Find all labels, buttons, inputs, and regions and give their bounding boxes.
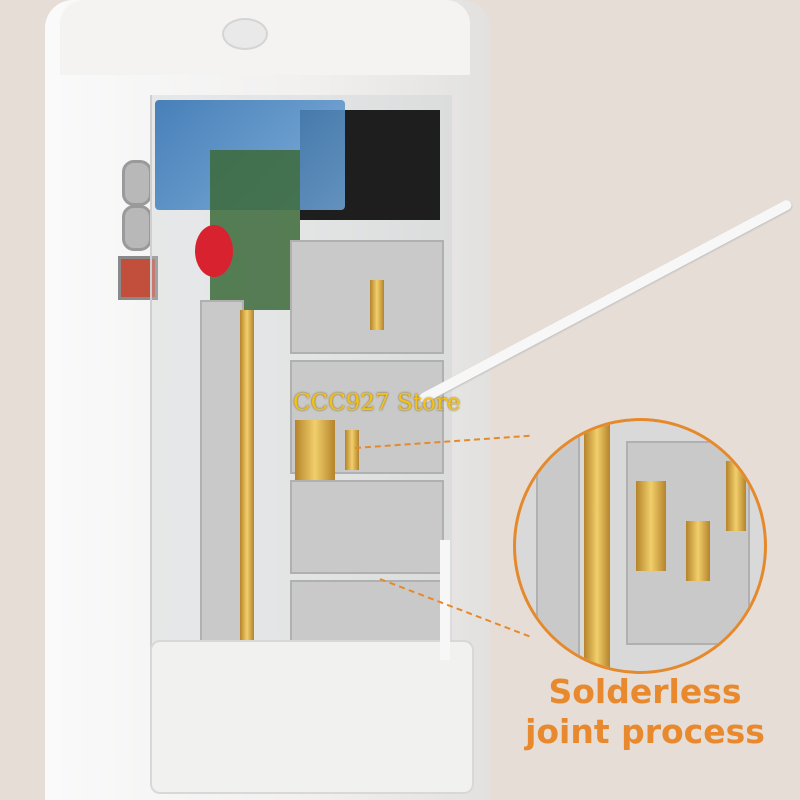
capacitor <box>195 225 233 277</box>
store-watermark: CCC927 Store <box>293 390 461 416</box>
socket-frame <box>200 300 244 664</box>
zoom-socket-frame <box>536 421 580 671</box>
brass-contact <box>345 430 359 470</box>
power-cable <box>440 540 450 660</box>
caption-line-2: joint process <box>525 712 765 751</box>
zoom-brass-contact <box>686 521 710 581</box>
power-button-icon <box>222 18 268 50</box>
caption-line-1: Solderless <box>548 672 742 711</box>
detail-zoom-circle <box>513 418 767 674</box>
brass-strip <box>240 310 254 660</box>
socket-module <box>290 480 444 574</box>
zoom-brass-contact <box>726 461 746 531</box>
feature-caption: Solderless joint process <box>525 672 765 752</box>
socket-module <box>290 240 444 354</box>
brass-contact <box>295 420 335 480</box>
brass-contact <box>370 280 384 330</box>
zoom-brass-contact <box>636 481 666 571</box>
usb-c-port-icon <box>122 160 152 206</box>
usb-c-port-icon <box>122 205 152 251</box>
zoom-brass-strip <box>584 421 610 671</box>
power-strip-base <box>150 640 474 794</box>
